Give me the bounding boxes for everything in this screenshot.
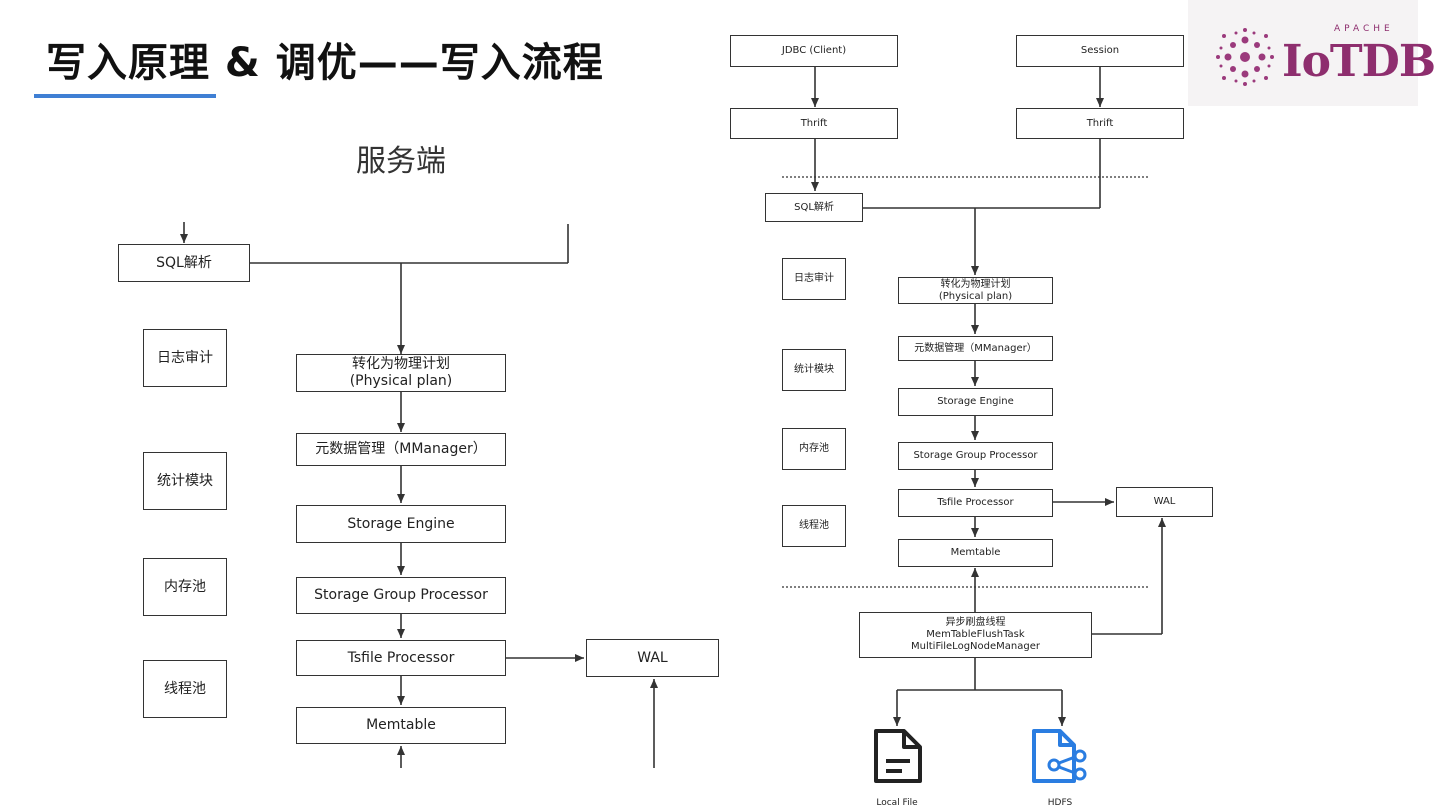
left-memory-pool-box: 内存池 [143, 558, 227, 616]
logo-name: IoTDB [1282, 36, 1436, 87]
right-tsfile-processor-box: Tsfile Processor [898, 489, 1053, 517]
logo-apache-text: APACHE [1334, 24, 1394, 34]
multi-file-log-node-manager-label: MultiFileLogNodeManager [911, 641, 1040, 652]
memtable-flush-task-label: MemTableFlushTask [926, 629, 1025, 640]
local-file-label: Local File [876, 798, 918, 808]
left-sql-parse-box: SQL解析 [118, 244, 250, 282]
page-title: 写入原理 & 调优——写入流程 [46, 40, 604, 86]
right-thrift-right-box: Thrift [1016, 108, 1184, 139]
physical-plan-sub-label: (Physical plan) [349, 373, 453, 389]
right-thrift-left-box: Thrift [730, 108, 898, 139]
right-async-flush-box: 异步刷盘线程 MemTableFlushTask MultiFileLogNod… [859, 612, 1092, 658]
right-memory-pool-box: 内存池 [782, 428, 846, 470]
physical-plan-sub-label: (Physical plan) [938, 290, 1013, 302]
right-audit-log-box: 日志审计 [782, 258, 846, 300]
right-storage-group-processor-box: Storage Group Processor [898, 442, 1053, 470]
left-stats-module-box: 统计模块 [143, 452, 227, 510]
physical-plan-label: 转化为物理计划 [940, 278, 1011, 290]
right-physical-plan-box: 转化为物理计划 (Physical plan) [898, 277, 1053, 304]
async-flush-label: 异步刷盘线程 [945, 617, 1006, 628]
left-mmanager-box: 元数据管理（MManager） [296, 433, 506, 466]
left-storage-engine-box: Storage Engine [296, 505, 506, 543]
left-storage-group-processor-box: Storage Group Processor [296, 577, 506, 614]
right-memtable-box: Memtable [898, 539, 1053, 567]
title-underline [34, 94, 216, 98]
left-wal-box: WAL [586, 639, 719, 677]
iotdb-dots-icon [1216, 28, 1274, 86]
physical-plan-label: 转化为物理计划 [352, 356, 450, 373]
left-audit-log-box: 日志审计 [143, 329, 227, 387]
left-thread-pool-box: 线程池 [143, 660, 227, 718]
left-tsfile-processor-box: Tsfile Processor [296, 640, 506, 676]
local-file-icon [874, 729, 922, 783]
right-wal-box: WAL [1116, 487, 1213, 517]
left-physical-plan-box: 转化为物理计划 (Physical plan) [296, 354, 506, 392]
hdfs-icon [1032, 729, 1087, 783]
right-storage-engine-box: Storage Engine [898, 388, 1053, 416]
hdfs-label: HDFS [1047, 798, 1073, 808]
subtitle: 服务端 [356, 144, 446, 179]
logo-panel [1188, 0, 1418, 106]
right-thread-pool-box: 线程池 [782, 505, 846, 547]
right-jdbc-client-box: JDBC (Client) [730, 35, 898, 67]
right-sql-parse-box: SQL解析 [765, 193, 863, 222]
left-memtable-box: Memtable [296, 707, 506, 744]
right-mmanager-box: 元数据管理（MManager） [898, 336, 1053, 361]
right-stats-module-box: 统计模块 [782, 349, 846, 391]
right-session-box: Session [1016, 35, 1184, 67]
